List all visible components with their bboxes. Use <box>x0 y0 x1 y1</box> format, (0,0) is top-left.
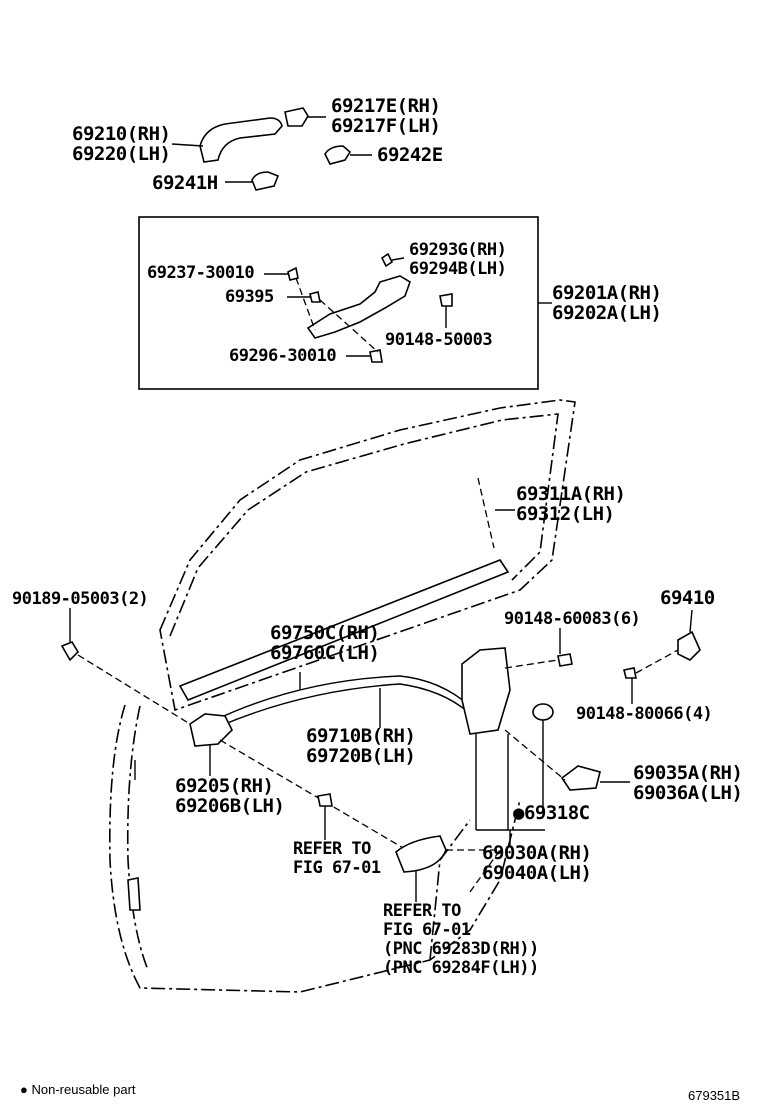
handle-pad-part <box>251 171 280 191</box>
label-69030: 69030A(RH)69040A(LH) <box>482 842 592 884</box>
label-69205: 69205(RH)69206B(LH) <box>175 775 285 817</box>
label-69311: 69311A(RH)69312(LH) <box>516 483 626 525</box>
label-69217: 69217E(RH)69217F(LH) <box>331 95 441 137</box>
label-69710: 69710B(RH)69720B(LH) <box>306 725 416 767</box>
legend-dot-icon: ● <box>20 1082 28 1097</box>
outside-handle-pad <box>395 835 447 873</box>
label-69241: 69241H <box>152 172 218 194</box>
label-69750: 69750C(RH)69760C(LH) <box>270 622 380 664</box>
label-69293: 69293G(RH)69294B(LH) <box>409 240 507 279</box>
label-90189: 90189-05003(2) <box>12 589 149 609</box>
door-lock-part <box>461 647 511 735</box>
cylinder-cover-part <box>324 145 352 165</box>
label-69035: 69035A(RH)69036A(LH) <box>633 762 743 804</box>
legend-text: Non-reusable part <box>31 1082 136 1097</box>
non-reusable-dot-icon: ● <box>513 802 524 824</box>
handle-frame-part <box>306 275 411 339</box>
clip-part <box>60 641 80 662</box>
cable-part <box>214 675 471 721</box>
lock-cover-part <box>560 765 601 791</box>
inside-handle-part <box>189 713 233 747</box>
label-69296: 69296-30010 <box>229 346 337 366</box>
seal-part <box>532 703 554 721</box>
label-69242: 69242E <box>377 144 443 166</box>
handle-cap-part <box>284 107 309 127</box>
label-90148-60083: 90148-60083(6) <box>504 609 641 629</box>
figure-id: 679351B <box>688 1088 741 1103</box>
label-69237: 69237-30010 <box>147 263 255 283</box>
label-69210: 69210(RH)69220(LH) <box>72 123 171 165</box>
striker-part <box>677 630 701 661</box>
outside-handle-part <box>199 117 283 163</box>
label-90148-50003: 90148-50003 <box>385 330 493 350</box>
label-69395: 69395 <box>225 287 274 307</box>
label-90148-80066: 90148-80066(4) <box>576 704 713 724</box>
legend: ● Non-reusable part <box>20 1082 136 1097</box>
label-69318: ●69318C <box>513 802 590 824</box>
door-outline <box>159 399 576 712</box>
label-69201: 69201A(RH)69202A(LH) <box>552 282 662 324</box>
label-69410: 69410 <box>660 587 715 609</box>
